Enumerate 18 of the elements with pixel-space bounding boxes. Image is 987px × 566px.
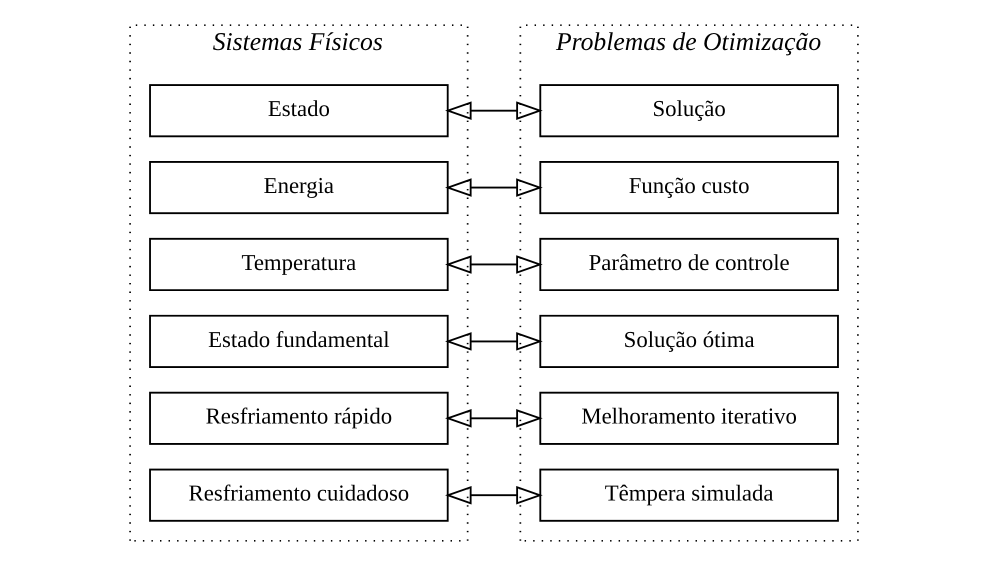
arrow [444, 409, 542, 428]
node-box: Solução ótima [538, 314, 838, 368]
arrow [444, 178, 542, 197]
node-box: Resfriamento cuidadoso [148, 468, 448, 522]
node-box: Melhoramento iterativo [538, 392, 838, 445]
node-box: Têmpera simulada [538, 468, 838, 522]
node-box: Estado fundamental [148, 314, 448, 368]
node-box: Função custo [538, 161, 838, 214]
node-box: Estado [148, 84, 448, 138]
node-box: Parâmetro de controle [538, 238, 838, 292]
arrow [444, 332, 542, 351]
arrow [444, 101, 542, 120]
node-box: Resfriamento rápido [148, 392, 448, 445]
node-box: Energia [148, 161, 448, 214]
arrow [444, 486, 542, 504]
node-box: Temperatura [148, 238, 448, 292]
node-box: Solução [538, 84, 838, 138]
arrow [444, 255, 542, 274]
